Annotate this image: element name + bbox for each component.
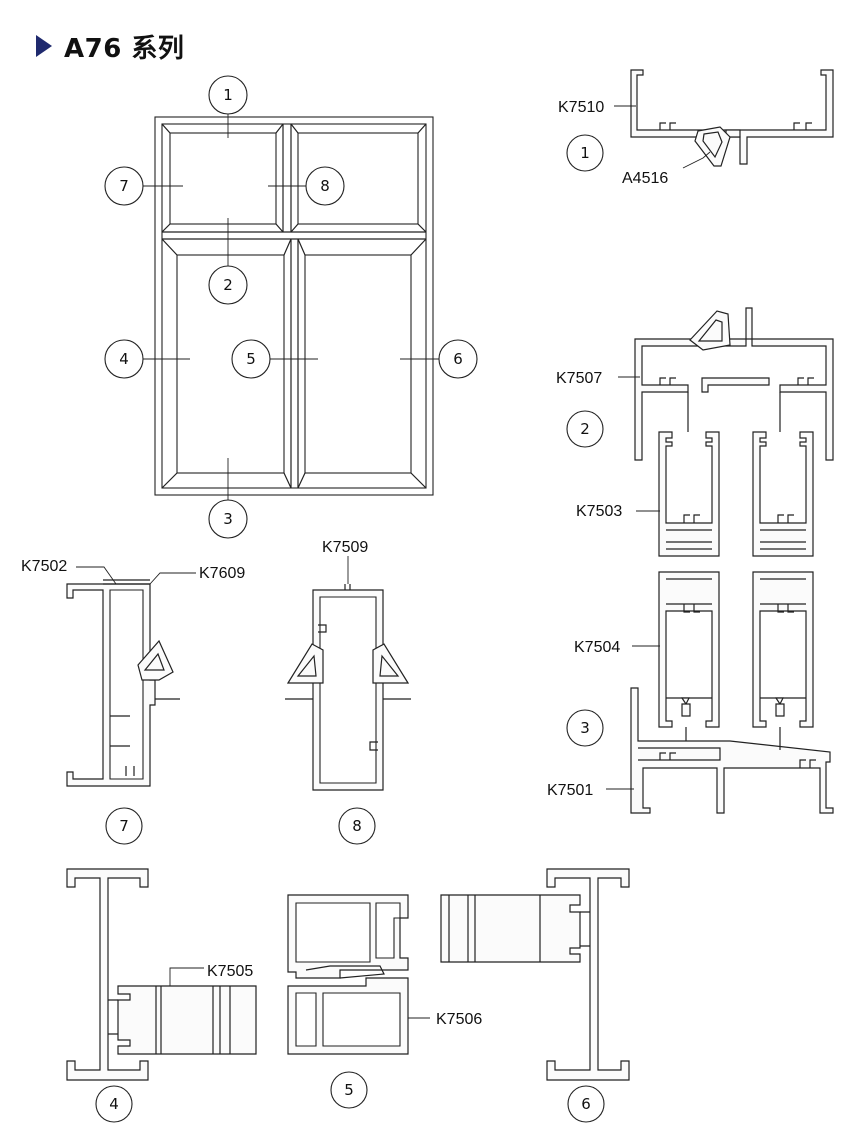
section-k7504-sashes <box>658 571 814 728</box>
callout-5-section: 5 <box>330 1071 368 1109</box>
label-k7510: K7510 <box>558 99 604 116</box>
callout-7-section: 7 <box>105 807 143 845</box>
label-a4516: A4516 <box>622 170 668 187</box>
page-header: A76 系列 <box>36 26 184 66</box>
callout-6: 6 <box>438 339 478 379</box>
section-5-profile <box>287 894 409 1055</box>
section-6-profile <box>440 868 630 1081</box>
callout-6-label: 6 <box>453 350 463 368</box>
callout-4-section: 4 <box>95 1085 133 1123</box>
callout-8: 8 <box>305 166 345 206</box>
section-4-profile <box>66 868 257 1081</box>
callout-4-label: 4 <box>119 350 129 368</box>
section-1-profile <box>630 69 834 167</box>
callout-2-label: 2 <box>223 276 233 294</box>
callout-3-section: 3 <box>566 709 604 747</box>
callout-6-section-label: 6 <box>581 1095 591 1113</box>
callout-6-section: 6 <box>567 1085 605 1123</box>
callout-7-section-label: 7 <box>119 817 129 835</box>
callout-4-section-label: 4 <box>109 1095 119 1113</box>
label-k7502: K7502 <box>21 558 67 575</box>
callout-1-section-label: 1 <box>580 144 590 162</box>
lower-right-sash-glass <box>304 254 412 474</box>
callout-3-section-label: 3 <box>580 719 590 737</box>
section-7-profile <box>66 579 180 787</box>
label-k7609: K7609 <box>199 565 245 582</box>
label-k7505: K7505 <box>207 963 253 980</box>
callout-2: 2 <box>208 265 248 305</box>
section-k7501-sill <box>630 687 834 814</box>
label-k7509: K7509 <box>322 539 368 556</box>
callout-5-label: 5 <box>246 350 256 368</box>
label-k7507: K7507 <box>556 370 602 387</box>
callout-4: 4 <box>104 339 144 379</box>
callout-1-label: 1 <box>223 86 233 104</box>
section-k7503-sashes <box>658 431 814 557</box>
callout-7-label: 7 <box>119 177 129 195</box>
upper-left-glass <box>169 132 277 225</box>
callout-5: 5 <box>231 339 271 379</box>
label-k7503: K7503 <box>576 503 622 520</box>
callout-2-section-label: 2 <box>580 420 590 438</box>
title-arrow-icon <box>36 35 52 57</box>
section-2-profile <box>634 307 834 461</box>
callout-3-label: 3 <box>223 510 233 528</box>
callout-8-label: 8 <box>320 177 330 195</box>
callout-5-section-label: 5 <box>344 1081 354 1099</box>
callout-8-section-label: 8 <box>352 817 362 835</box>
callout-2-section: 2 <box>566 410 604 448</box>
section-8-profile <box>285 584 411 791</box>
page-title: A76 系列 <box>64 33 185 64</box>
label-k7501: K7501 <box>547 782 593 799</box>
callout-1: 1 <box>208 75 248 115</box>
callout-7: 7 <box>104 166 144 206</box>
callout-1-section: 1 <box>566 134 604 172</box>
callout-3: 3 <box>208 499 248 539</box>
label-k7506: K7506 <box>436 1011 482 1028</box>
label-k7504: K7504 <box>574 639 620 656</box>
window-elevation <box>142 112 439 500</box>
callout-8-section: 8 <box>338 807 376 845</box>
